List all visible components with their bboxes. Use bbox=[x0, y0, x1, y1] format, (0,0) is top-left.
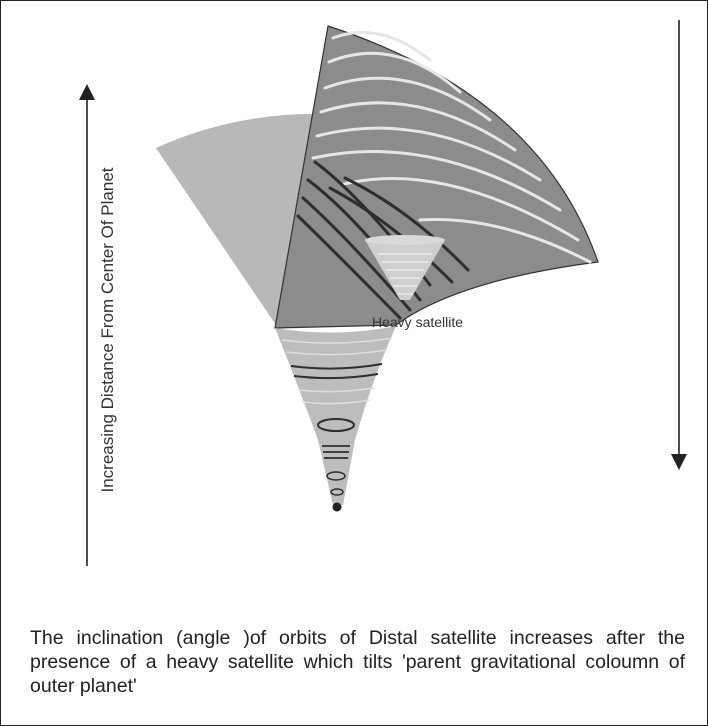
light-orbit-lines bbox=[311, 30, 592, 264]
gravity-column bbox=[275, 326, 396, 505]
caption: The inclination (angle )of orbits of Dis… bbox=[30, 627, 685, 697]
tilted-gravity-fan bbox=[274, 25, 599, 329]
column-orbit-lines bbox=[281, 337, 393, 496]
heavy-satellite-label: Heavy satellite bbox=[372, 314, 464, 330]
planet-core bbox=[332, 502, 342, 512]
distance-axis-label: Increasing Distance From Center Of Plane… bbox=[98, 167, 117, 493]
heavy-satellite bbox=[365, 235, 445, 300]
